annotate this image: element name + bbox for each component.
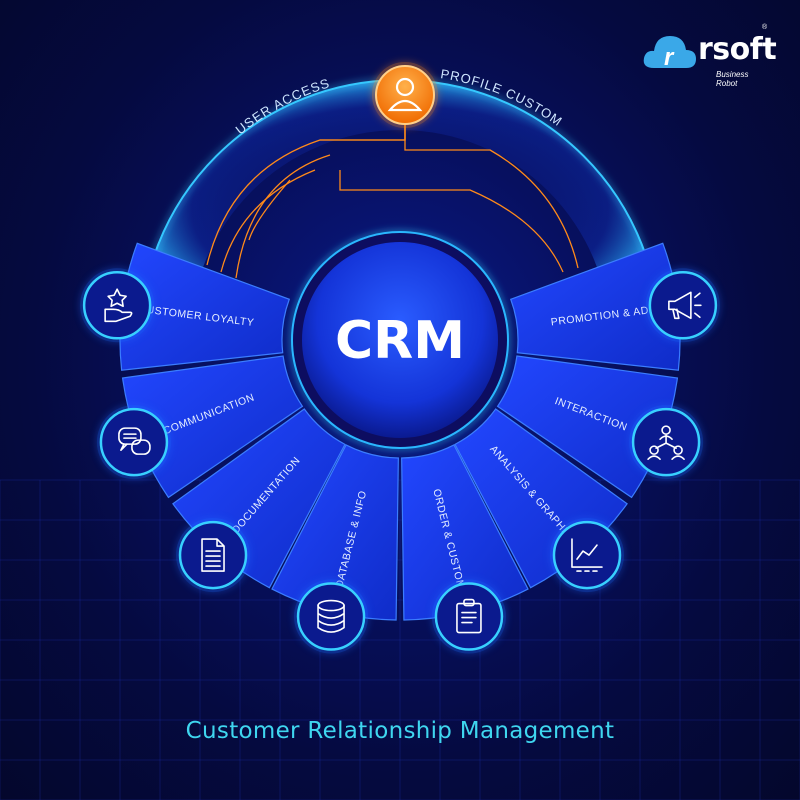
line-chart-icon[interactable] bbox=[549, 518, 624, 593]
segment-interaction[interactable]: INTERACTION bbox=[496, 355, 704, 499]
segment-shape bbox=[509, 242, 681, 371]
database-icon[interactable] bbox=[294, 579, 369, 654]
user-icon bbox=[372, 62, 438, 128]
segment-shape bbox=[119, 242, 291, 371]
center-label: CRM bbox=[335, 311, 465, 371]
segment-communication[interactable]: COMMUNICATION bbox=[96, 355, 304, 499]
svg-text:r: r bbox=[664, 44, 675, 71]
megaphone-icon[interactable] bbox=[645, 268, 720, 343]
rsoft-logo: r rsoft ® Business Robot bbox=[642, 24, 777, 88]
segment-customer-loyalty[interactable]: CUSTOMER LOYALTY bbox=[80, 242, 291, 371]
segment-shape bbox=[496, 355, 679, 499]
brand-tagline: Business Robot bbox=[716, 70, 749, 88]
segment-analysis-graphics[interactable]: ANALYSIS & GRAPHICS bbox=[454, 408, 628, 593]
outer-glow-ring bbox=[140, 80, 660, 340]
brand-name: rsoft bbox=[698, 32, 777, 67]
clipboard-icon[interactable] bbox=[431, 579, 506, 654]
cloud-logo-icon: r bbox=[643, 36, 696, 71]
chat-bubbles-icon[interactable] bbox=[96, 405, 171, 480]
background-grid bbox=[0, 479, 800, 800]
center-circle bbox=[302, 242, 498, 438]
registered-mark: ® bbox=[762, 24, 768, 31]
segment-shape bbox=[271, 444, 399, 621]
hand-star-icon[interactable] bbox=[80, 268, 155, 343]
segment-database-info[interactable]: DATABASE & INFO bbox=[271, 444, 399, 654]
segment-order-custom[interactable]: ORDER & CUSTOM bbox=[401, 444, 529, 654]
document-icon[interactable] bbox=[176, 518, 251, 593]
segment-documentation[interactable]: DOCUMENTATION bbox=[172, 408, 346, 593]
segment-shape bbox=[401, 444, 529, 621]
segment-promotion-ads[interactable]: PROMOTION & ADS bbox=[509, 242, 720, 371]
footer-title: Customer Relationship Management bbox=[185, 718, 615, 744]
segment-shape bbox=[121, 355, 304, 499]
network-users-icon[interactable] bbox=[629, 405, 704, 480]
connector-lines bbox=[206, 125, 579, 279]
